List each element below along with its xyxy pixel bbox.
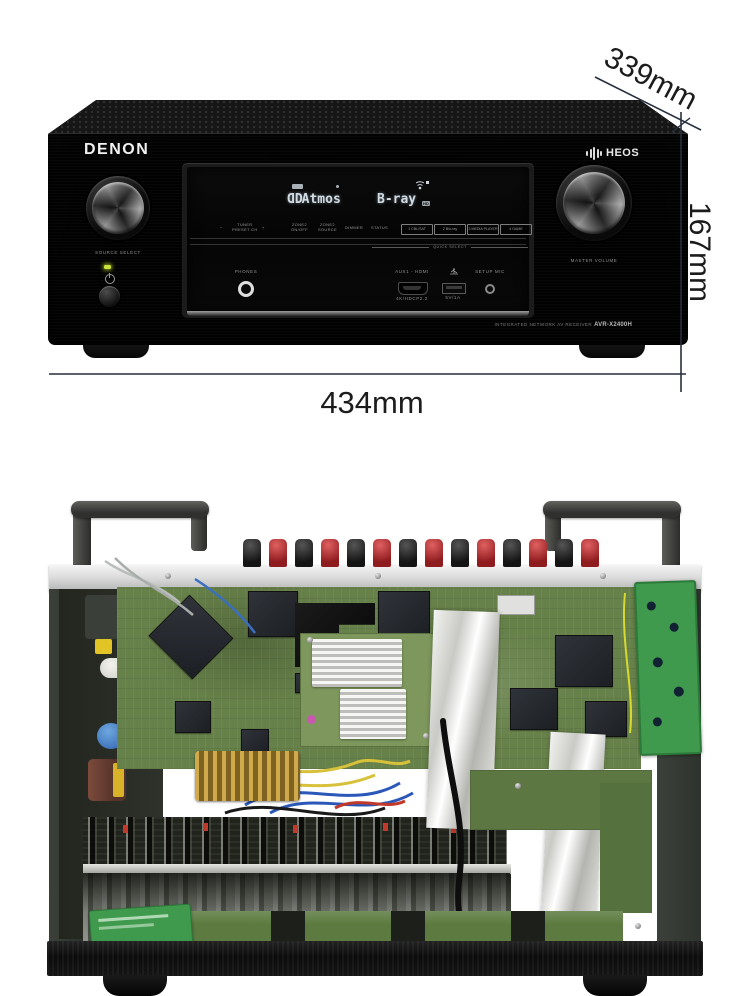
front-foot-right bbox=[579, 345, 645, 358]
magenta-capacitor bbox=[307, 715, 316, 724]
binding-post-black bbox=[347, 539, 365, 567]
binding-post-red bbox=[269, 539, 287, 567]
ic-chip bbox=[555, 635, 613, 687]
setup-mic-label: SETUP MIC bbox=[475, 269, 505, 274]
amplifier-capacitor-row bbox=[83, 817, 507, 867]
dimension-width: 434mm bbox=[320, 385, 423, 420]
front-panel-top-edge bbox=[47, 941, 703, 976]
ic-chip bbox=[241, 729, 269, 753]
heatsink-mount-bar bbox=[83, 864, 511, 873]
aux-hdmi-label: AUX1 - HDMI bbox=[395, 269, 429, 274]
vfd-indicator bbox=[292, 184, 303, 189]
tuner-preset-up-button[interactable]: + bbox=[262, 225, 265, 230]
usb-port[interactable] bbox=[442, 283, 466, 294]
quick-select-3-button[interactable]: 3 MEDIA PLAYER bbox=[467, 224, 499, 235]
dimension-height: 167mm bbox=[683, 202, 716, 302]
wireless-signal-icon bbox=[416, 181, 429, 190]
hdmi-sub-label: 4K/HDCP2.2 bbox=[396, 296, 428, 301]
vfd-main-text: DDAtmos bbox=[288, 192, 341, 207]
ic-chip bbox=[585, 701, 627, 737]
usb-icon bbox=[450, 268, 458, 275]
internal-foot-left bbox=[103, 975, 167, 996]
power-led bbox=[104, 265, 111, 269]
display-lower-lip bbox=[187, 311, 529, 316]
white-heatsink-lower bbox=[340, 689, 406, 739]
rail-screw bbox=[165, 573, 171, 579]
receiver-top-lid bbox=[48, 100, 688, 134]
rail-screw bbox=[375, 573, 381, 579]
master-volume-label: MASTER VOLUME bbox=[570, 258, 618, 263]
binding-post-black bbox=[295, 539, 313, 567]
binding-post-black bbox=[451, 539, 469, 567]
setup-mic-jack[interactable] bbox=[485, 284, 495, 294]
quick-select-caption: QUICK SELECT bbox=[372, 245, 529, 249]
internal-foot-right bbox=[583, 975, 647, 996]
quick-select-4-button[interactable]: 4 GAME bbox=[500, 224, 532, 235]
quick-select-1-button[interactable]: 1 CBL/SAT bbox=[401, 224, 433, 235]
master-volume-knob-face[interactable] bbox=[563, 172, 625, 234]
pcb-screw bbox=[423, 733, 429, 739]
board-screw bbox=[635, 923, 641, 929]
tuner-preset-down-button[interactable]: − bbox=[220, 225, 223, 230]
front-foot-left bbox=[83, 345, 149, 358]
right-sub-board bbox=[600, 783, 652, 913]
binding-post-black bbox=[503, 539, 521, 567]
internal-top-view bbox=[45, 483, 705, 996]
handle-right-post2 bbox=[662, 505, 680, 573]
pcb-screw bbox=[307, 637, 313, 643]
binding-post-red bbox=[529, 539, 547, 567]
binding-post-red bbox=[425, 539, 443, 567]
ic-chip bbox=[175, 701, 211, 733]
ic-chip bbox=[510, 688, 558, 730]
phones-label: PHONES bbox=[234, 269, 258, 274]
rear-connector bbox=[497, 595, 535, 615]
usb-sub-label: 5V/1A bbox=[445, 295, 461, 300]
quick-select-2-button[interactable]: 2 Blu-ray bbox=[434, 224, 466, 235]
dimmer-button[interactable]: DIMMER bbox=[345, 225, 364, 230]
gold-transformer bbox=[195, 751, 300, 801]
heos-label: HEOS bbox=[606, 147, 640, 159]
model-number: AVR-X2400H bbox=[594, 322, 632, 328]
denon-logo: DENON bbox=[84, 141, 150, 158]
phones-jack[interactable] bbox=[238, 281, 254, 297]
status-button[interactable]: STATUS bbox=[371, 225, 388, 230]
binding-post-black bbox=[555, 539, 573, 567]
rail-screw bbox=[600, 573, 606, 579]
binding-post-red bbox=[321, 539, 339, 567]
panel-seam-upper bbox=[190, 238, 526, 239]
hd-badge: HD bbox=[422, 201, 430, 206]
vfd-secondary-text: B-ray bbox=[377, 192, 417, 207]
heos-bars-icon bbox=[586, 146, 602, 160]
handle-left bbox=[71, 501, 209, 518]
handle-right bbox=[543, 501, 681, 518]
psu-yellow-component bbox=[95, 639, 112, 654]
hdmi-port[interactable] bbox=[398, 282, 428, 295]
power-icon bbox=[105, 273, 115, 284]
vfd-dot-indicator bbox=[336, 185, 339, 188]
binding-post-red bbox=[581, 539, 599, 567]
white-heatsink-upper bbox=[312, 639, 402, 687]
handle-left-post bbox=[73, 505, 91, 573]
binding-post-red bbox=[373, 539, 391, 567]
source-select-knob-face[interactable] bbox=[92, 182, 144, 234]
board-screw bbox=[515, 783, 521, 789]
binding-post-black bbox=[399, 539, 417, 567]
binding-post-red bbox=[477, 539, 495, 567]
panel-seam-lower bbox=[190, 244, 526, 245]
power-button[interactable] bbox=[99, 286, 120, 307]
heos-logo: HEOS bbox=[586, 146, 639, 160]
source-select-label: SOURCE SELECT bbox=[95, 250, 141, 255]
binding-post-black bbox=[243, 539, 261, 567]
